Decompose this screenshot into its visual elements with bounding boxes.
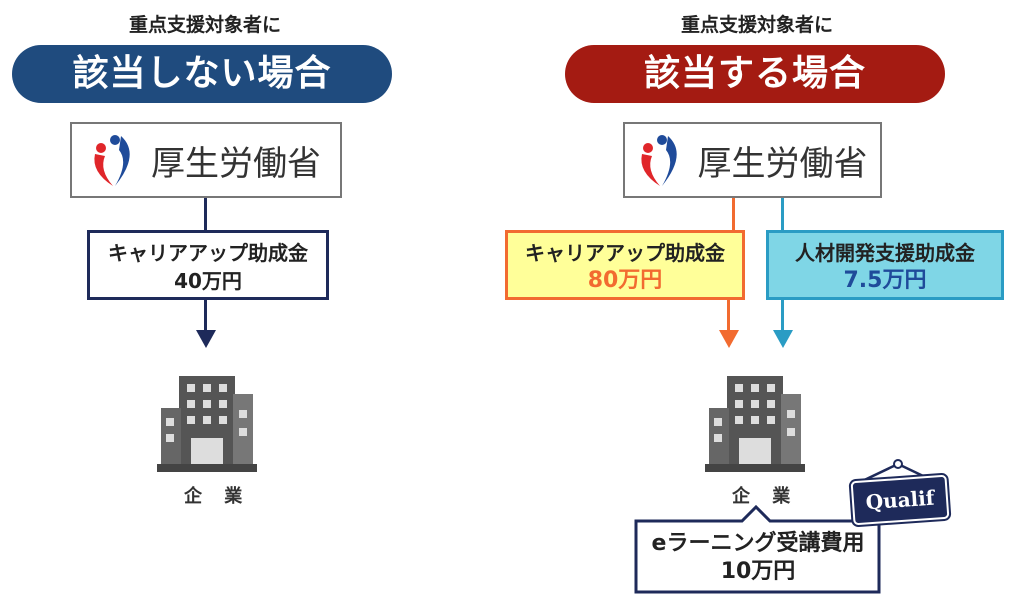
- building-icon: [157, 376, 257, 472]
- cost-name: eラーニング受講費用: [651, 531, 865, 556]
- connector-line: [204, 198, 207, 230]
- left-title-pill: 該当しない場合: [12, 45, 392, 103]
- hr-development-grant-box: 人材開発支援助成金 7.5万円: [766, 230, 1004, 300]
- grant-amount: 40万円: [174, 269, 242, 293]
- ministry-name: 厚生労働省: [151, 143, 321, 184]
- left-subtitle: 重点支援対象者に: [128, 14, 281, 36]
- qualif-sign: Qualif: [850, 474, 950, 526]
- connector-line: [781, 300, 784, 332]
- career-up-grant-box: キャリアアップ助成金 80万円: [505, 230, 745, 300]
- arrow-down-icon: [773, 330, 793, 348]
- ministry-name: 厚生労働省: [697, 143, 868, 184]
- right-title-pill: 該当する場合: [565, 45, 945, 103]
- ministry-logo-icon: [94, 135, 130, 186]
- right-subtitle: 重点支援対象者に: [680, 14, 833, 36]
- elearning-cost-box: eラーニング受講費用 10万円: [636, 530, 880, 586]
- qualif-logo: Qualif: [864, 485, 936, 515]
- connector-line: [732, 198, 735, 230]
- company-label: 企 業: [732, 486, 799, 507]
- grant-name: キャリアアップ助成金: [108, 241, 308, 265]
- arrow-down-icon: [719, 330, 739, 348]
- cost-amount: 10万円: [720, 559, 796, 584]
- arrow-down-icon: [196, 330, 216, 348]
- left-grant-box: キャリアアップ助成金 40万円: [87, 230, 329, 300]
- connector-line: [781, 198, 784, 230]
- grant-name: キャリアアップ助成金: [525, 241, 725, 265]
- callout-shape: [634, 505, 881, 594]
- company-label: 企 業: [184, 486, 251, 507]
- right-ministry-box: 厚生労働省: [623, 122, 882, 198]
- left-ministry-box: 厚生労働省: [70, 122, 342, 198]
- grant-name: 人材開発支援助成金: [795, 241, 975, 265]
- grant-amount: 80万円: [587, 268, 663, 293]
- ministry-logo-icon: [640, 135, 677, 186]
- connector-line: [727, 300, 730, 332]
- connector-line: [204, 300, 207, 332]
- building-icon: [705, 376, 805, 472]
- grant-amount: 7.5万円: [843, 268, 927, 293]
